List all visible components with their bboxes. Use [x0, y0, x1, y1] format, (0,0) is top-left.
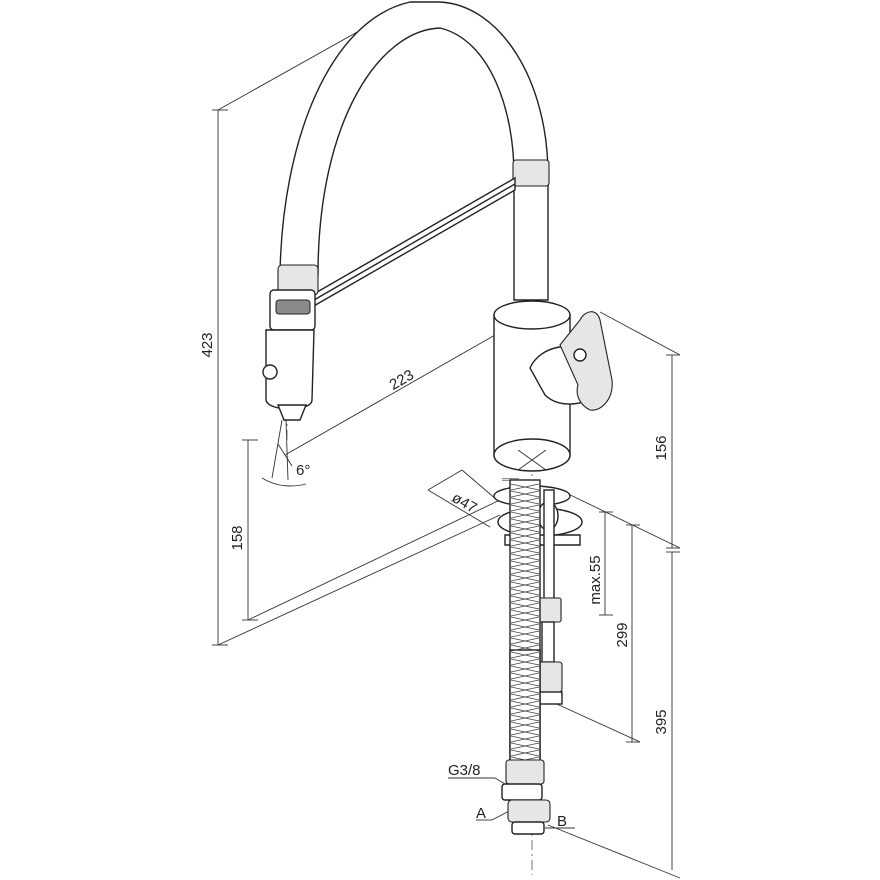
- braid-hatch: [510, 511, 540, 519]
- braid-hatch: [510, 574, 540, 582]
- braid-hatch: [510, 637, 540, 645]
- faucet-body: ═══: [493, 300, 571, 484]
- braid-hatch: [510, 546, 540, 554]
- braid-hatch: [510, 630, 540, 638]
- braid-hatch: [510, 602, 540, 610]
- braid-hatch: [510, 693, 540, 701]
- spray-head: [262, 264, 319, 421]
- braid-hatch: [510, 665, 540, 673]
- label-thread: G3/8: [448, 762, 481, 779]
- dim-spout-angle: 6°: [296, 462, 310, 479]
- dim-base-diameter: ø47: [449, 489, 480, 517]
- braid-hatch: [510, 504, 540, 512]
- braid-hatch: [510, 525, 540, 533]
- braid-hatch: [510, 651, 540, 659]
- braid-hatch: [510, 532, 540, 540]
- braid-hatch: [510, 560, 540, 568]
- braid-hatch: [510, 686, 540, 694]
- braid-hatch: [510, 588, 540, 596]
- dim-hose-length: 395: [653, 709, 670, 734]
- dim-shank-length: 299: [614, 622, 631, 647]
- dim-spout-height: 158: [229, 525, 246, 550]
- gooseneck-spout: [279, 1, 550, 309]
- braid-hatch: [510, 567, 540, 575]
- braid-hatch: [510, 490, 540, 498]
- dim-handle-height: 156: [653, 435, 670, 460]
- braid-hatch: [510, 616, 540, 624]
- label-b: B: [557, 813, 567, 830]
- label-a: A: [476, 805, 486, 822]
- braid-hatch: [510, 672, 540, 680]
- braid-hatch: [510, 581, 540, 589]
- braid-hatch: [510, 518, 540, 526]
- braid-hatch: [510, 644, 540, 652]
- dim-max-thickness: max.55: [587, 555, 604, 604]
- dimension-lines: [212, 7, 681, 879]
- braid-hatch: [510, 679, 540, 687]
- braid-hatch: [510, 714, 540, 722]
- braid-hatch: [510, 483, 540, 491]
- braid-hatch: [510, 707, 540, 715]
- braid-hatch: [510, 658, 540, 666]
- braid-hatch: [510, 609, 540, 617]
- braid-hatch: [510, 623, 540, 631]
- braid-hatch: [510, 742, 540, 750]
- lever-handle: [529, 311, 613, 411]
- braid-hatch: [510, 700, 540, 708]
- braid-hatch: [510, 539, 540, 547]
- braid-hatch: [510, 728, 540, 736]
- braid-hatch: [510, 497, 540, 505]
- braid-hatch: [510, 595, 540, 603]
- braided-hoses: [501, 479, 551, 835]
- dim-total-height: 423: [199, 332, 216, 357]
- dim-reach: 223: [387, 366, 417, 393]
- braid-hatch: [510, 735, 540, 743]
- braid-hatch: [510, 553, 540, 561]
- braid-hatch: [510, 721, 540, 729]
- braid-hatch: [510, 749, 540, 757]
